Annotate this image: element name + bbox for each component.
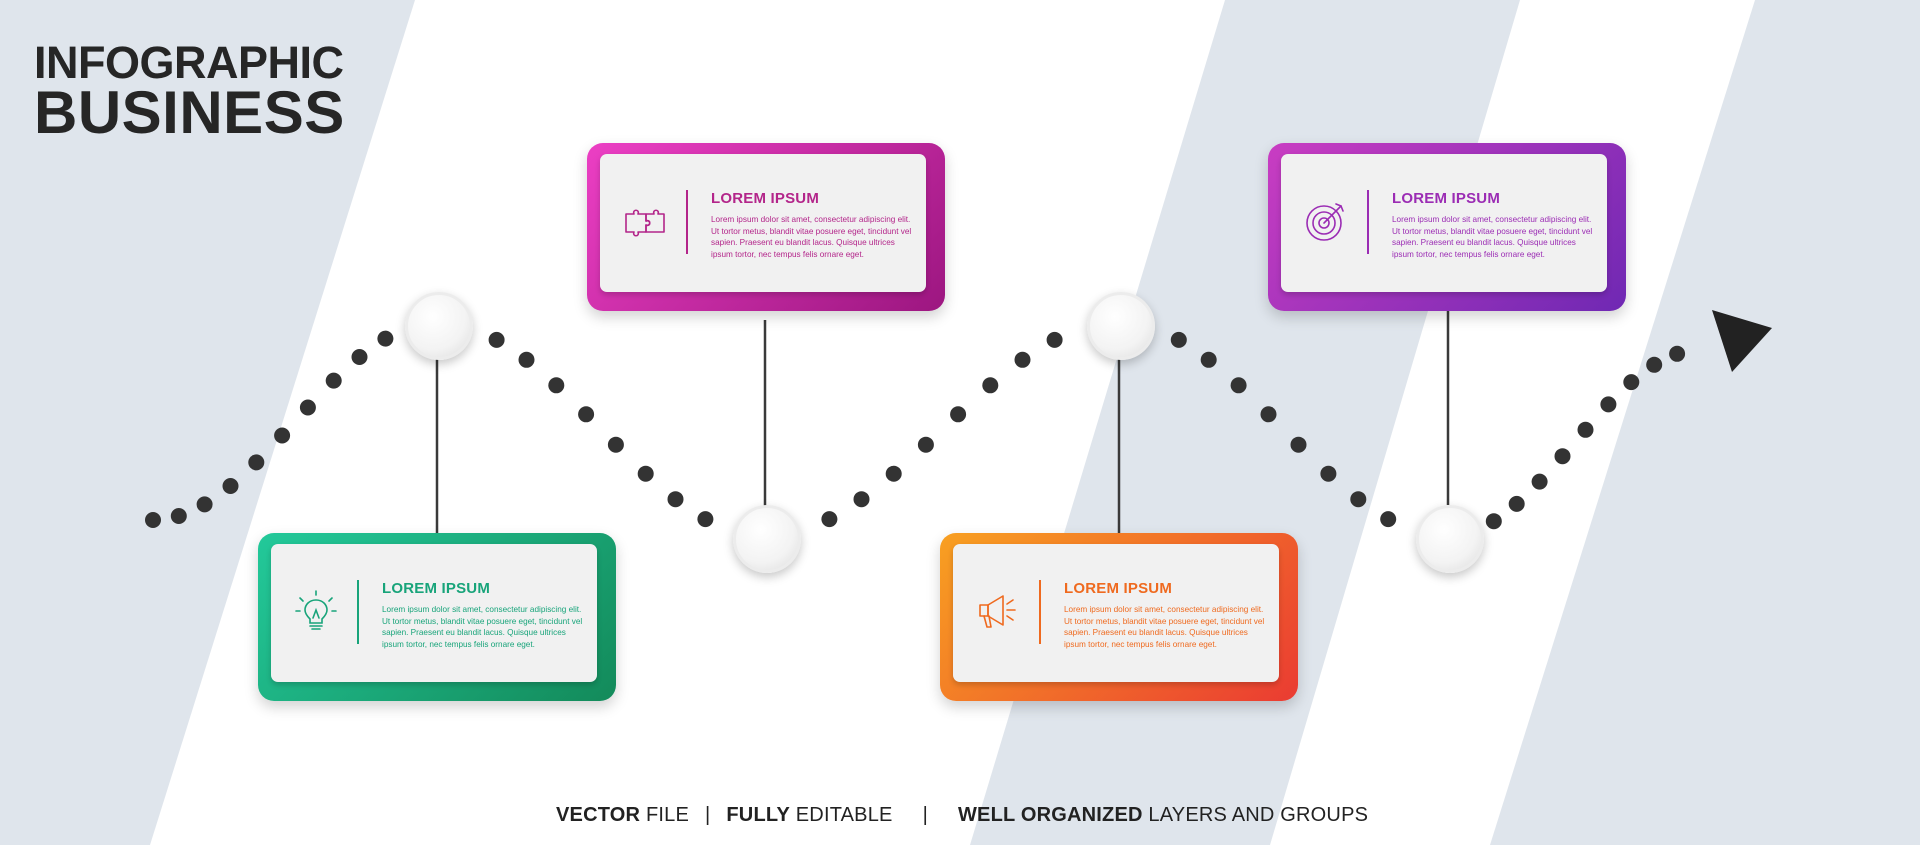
- footer-vector-rest: FILE: [640, 804, 689, 826]
- title-line-2: BUSINESS: [34, 79, 345, 146]
- path-dot-0: [145, 512, 161, 528]
- dotted-path: [145, 330, 1686, 530]
- megaphone-icon: [979, 595, 1016, 628]
- path-dot-21: [917, 436, 934, 453]
- footer-separator: |: [704, 804, 711, 826]
- card-divider: [357, 580, 359, 644]
- arrow-head-icon: [1712, 310, 1772, 372]
- path-dot-14: [607, 436, 624, 453]
- path-dot-32: [1350, 491, 1367, 508]
- step-description: Lorem ipsum dolor sit amet, consectetur …: [711, 215, 912, 259]
- step-card-content: LOREM IPSUM Lorem ipsum dolor sit amet, …: [1281, 154, 1607, 292]
- path-dot-20: [885, 465, 902, 482]
- path-dot-40: [1623, 374, 1640, 391]
- path-dot-23: [982, 377, 999, 394]
- path-dot-15: [637, 465, 654, 482]
- infographic-title: INFOGRAPHIC BUSINESS: [34, 40, 345, 143]
- path-dot-5: [274, 427, 291, 444]
- step-title: LOREM IPSUM: [1064, 580, 1173, 597]
- path-dot-10: [488, 331, 505, 348]
- path-dot-42: [1669, 345, 1686, 362]
- path-dot-16: [667, 491, 684, 508]
- path-dot-22: [950, 406, 967, 423]
- path-dot-38: [1577, 421, 1594, 438]
- path-dot-3: [222, 478, 239, 494]
- path-dot-28: [1230, 377, 1247, 394]
- path-dot-7: [325, 372, 342, 389]
- footer-editable-bold: FULLY: [726, 804, 790, 826]
- path-dot-36: [1531, 473, 1548, 490]
- step-title: LOREM IPSUM: [1392, 190, 1501, 207]
- path-dot-25: [1046, 331, 1063, 348]
- path-dot-24: [1014, 351, 1031, 368]
- step-description: Lorem ipsum dolor sit amet, consectetur …: [382, 605, 583, 649]
- path-dot-11: [518, 351, 535, 368]
- card-divider: [1039, 580, 1041, 644]
- path-dot-35: [1508, 495, 1525, 512]
- step-card-content: LOREM IPSUM Lorem ipsum dolor sit amet, …: [953, 544, 1279, 682]
- path-dot-6: [299, 399, 316, 416]
- path-dot-1: [170, 508, 187, 524]
- footer-organized-rest: LAYERS AND GROUPS: [1142, 804, 1369, 826]
- path-dot-17: [697, 511, 714, 528]
- path-dot-41: [1646, 356, 1663, 373]
- card-divider: [1367, 190, 1369, 254]
- path-dot-29: [1260, 406, 1277, 423]
- step-card-4: LOREM IPSUM Lorem ipsum dolor sit amet, …: [1268, 143, 1626, 311]
- title-line-1: INFOGRAPHIC: [34, 37, 344, 88]
- step-card-2: LOREM IPSUM Lorem ipsum dolor sit amet, …: [258, 533, 616, 701]
- step-card-1: LOREM IPSUM Lorem ipsum dolor sit amet, …: [587, 143, 945, 311]
- step-description: Lorem ipsum dolor sit amet, consectetur …: [1392, 215, 1593, 259]
- timeline-node-2: [733, 505, 801, 573]
- path-dot-30: [1290, 436, 1307, 453]
- path-dot-12: [548, 377, 565, 394]
- path-dot-18: [821, 511, 838, 528]
- path-dot-4: [248, 454, 265, 471]
- path-dot-26: [1170, 331, 1187, 348]
- path-dot-9: [377, 330, 394, 347]
- path-dot-13: [578, 406, 595, 423]
- path-dot-27: [1200, 351, 1217, 368]
- path-dot-19: [853, 491, 870, 508]
- path-dot-8: [351, 349, 368, 365]
- path-dot-34: [1485, 513, 1502, 530]
- path-dot-33: [1380, 511, 1397, 528]
- step-title: LOREM IPSUM: [711, 190, 820, 207]
- step-card-content: LOREM IPSUM Lorem ipsum dolor sit amet, …: [271, 544, 597, 682]
- step-card-content: LOREM IPSUM Lorem ipsum dolor sit amet, …: [600, 154, 926, 292]
- footer-editable-rest: EDITABLE: [790, 804, 893, 826]
- path-dot-39: [1600, 396, 1617, 413]
- target-icon: [1306, 203, 1344, 241]
- footer-vector-bold: VECTOR: [556, 804, 641, 826]
- path-dot-2: [196, 496, 213, 513]
- path-dot-37: [1554, 448, 1571, 465]
- footer-separator: |: [922, 804, 928, 826]
- step-title: LOREM IPSUM: [382, 580, 491, 597]
- timeline-node-3: [1087, 292, 1155, 360]
- footer-caption: VECTOR FILE | FULLY EDITABLE | WELL ORGANIZE…: [556, 804, 1368, 827]
- lightbulb-icon: [295, 590, 337, 630]
- path-dot-31: [1320, 465, 1337, 482]
- step-description: Lorem ipsum dolor sit amet, consectetur …: [1064, 605, 1265, 649]
- card-divider: [686, 190, 688, 254]
- timeline-node-4: [1416, 505, 1484, 573]
- timeline-node-1: [405, 292, 473, 360]
- puzzle-icon: [625, 209, 665, 237]
- step-card-3: LOREM IPSUM Lorem ipsum dolor sit amet, …: [940, 533, 1298, 701]
- footer-organized-bold: WELL ORGANIZED: [957, 804, 1143, 826]
